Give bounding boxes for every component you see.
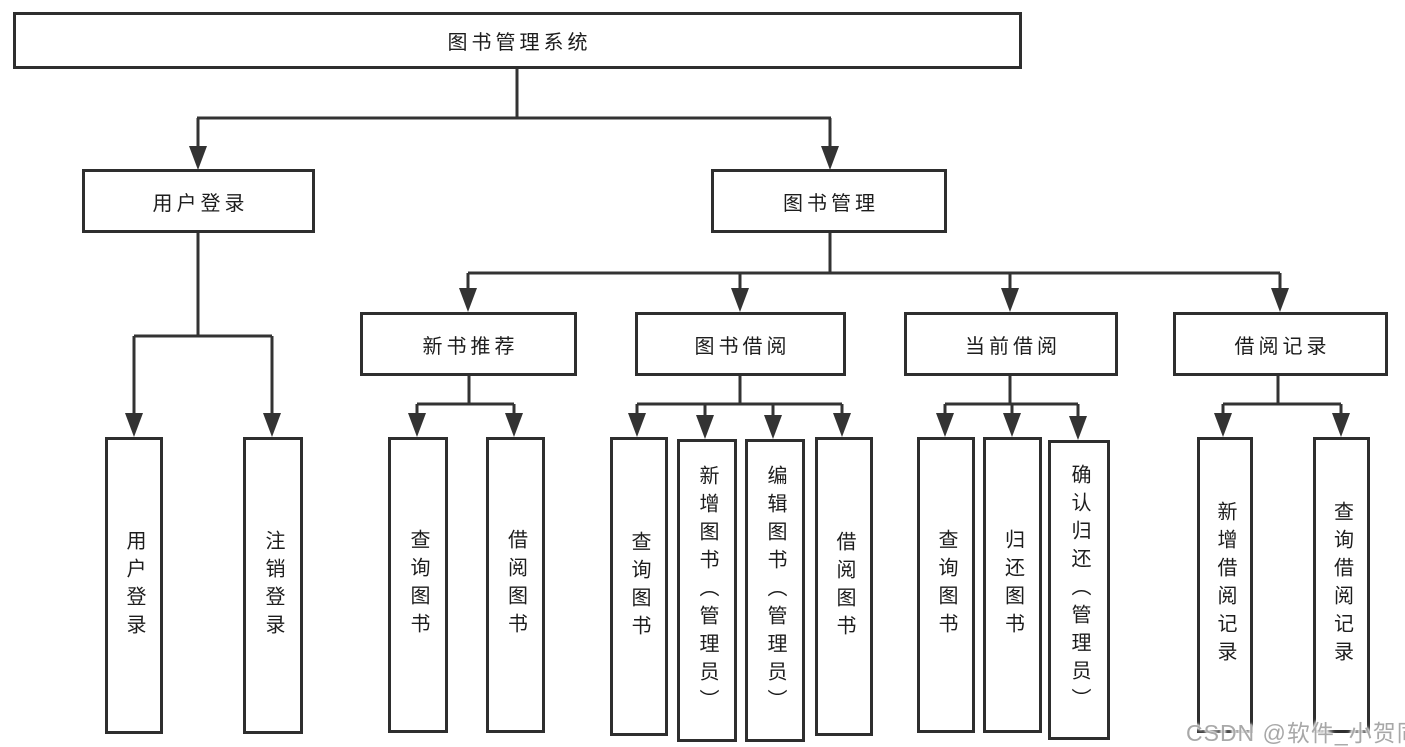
leaf-query-books-recommend: 查询图书: [388, 437, 448, 733]
node-label: 借阅记录: [1234, 335, 1331, 358]
leaf-query-books-current: 查询图书: [917, 437, 975, 733]
node-label: 编辑图书（管理员）: [764, 464, 786, 717]
leaf-borrow-books: 借阅图书: [815, 437, 873, 736]
leaf-confirm-return-admin: 确认归还（管理员）: [1048, 440, 1110, 740]
node-label: 查询图书: [628, 530, 650, 643]
node-label: 图书借阅: [694, 335, 791, 358]
node-label: 用户登录: [123, 529, 145, 642]
node-label: 借阅图书: [504, 529, 527, 641]
leaf-query-borrow-record: 查询借阅记录: [1313, 437, 1370, 733]
node-label: 注销登录: [262, 529, 284, 642]
node-label: 借阅图书: [833, 530, 855, 643]
node-label: 查询图书: [407, 529, 429, 641]
node-current-borrowing: 当前借阅: [904, 312, 1118, 376]
node-label: 新增借阅记录: [1214, 501, 1236, 669]
node-book-management: 图书管理: [711, 169, 947, 233]
node-library-system: 图书管理系统: [13, 12, 1022, 69]
node-label: 当前借阅: [965, 335, 1061, 358]
node-label: 图书管理系统: [447, 32, 592, 54]
leaf-add-books-admin: 新增图书（管理员）: [677, 439, 737, 742]
leaf-edit-books-admin: 编辑图书（管理员）: [745, 439, 805, 742]
leaf-query-books-borrow: 查询图书: [610, 437, 668, 736]
node-label: 新书推荐: [422, 335, 519, 358]
node-book-borrowing: 图书借阅: [635, 312, 846, 376]
node-label: 归还图书: [1001, 529, 1024, 641]
node-user-login: 用户登录: [82, 169, 315, 233]
node-label: 用户登录: [152, 192, 249, 215]
node-label: 查询图书: [935, 529, 957, 641]
leaf-borrow-books-recommend: 借阅图书: [486, 437, 545, 733]
leaf-user-login: 用户登录: [105, 437, 163, 734]
node-label: 图书管理: [783, 192, 879, 215]
leaf-return-books: 归还图书: [983, 437, 1042, 733]
node-new-book-recommend: 新书推荐: [360, 312, 577, 376]
csdn-watermark: CSDN @软件_小贺同学: [1186, 720, 1405, 746]
node-borrowing-records: 借阅记录: [1173, 312, 1388, 376]
node-label: 确认归还（管理员）: [1068, 464, 1090, 716]
leaf-add-borrow-record: 新增借阅记录: [1197, 437, 1253, 733]
node-label: 新增图书（管理员）: [696, 464, 718, 717]
leaf-logout: 注销登录: [243, 437, 303, 734]
node-label: 查询借阅记录: [1330, 501, 1353, 669]
